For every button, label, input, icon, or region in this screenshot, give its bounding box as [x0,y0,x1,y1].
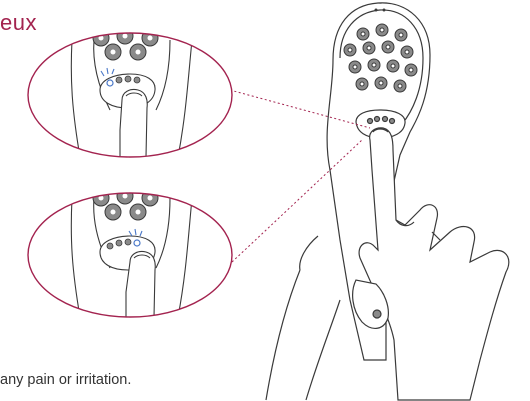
hand-illustration [266,128,509,400]
footer-fragment: any pain or irritation. [0,372,131,388]
callout-bottom [28,188,232,317]
led-array [344,9,417,93]
callout-leader-lines [230,90,370,262]
callout-top [28,28,232,157]
